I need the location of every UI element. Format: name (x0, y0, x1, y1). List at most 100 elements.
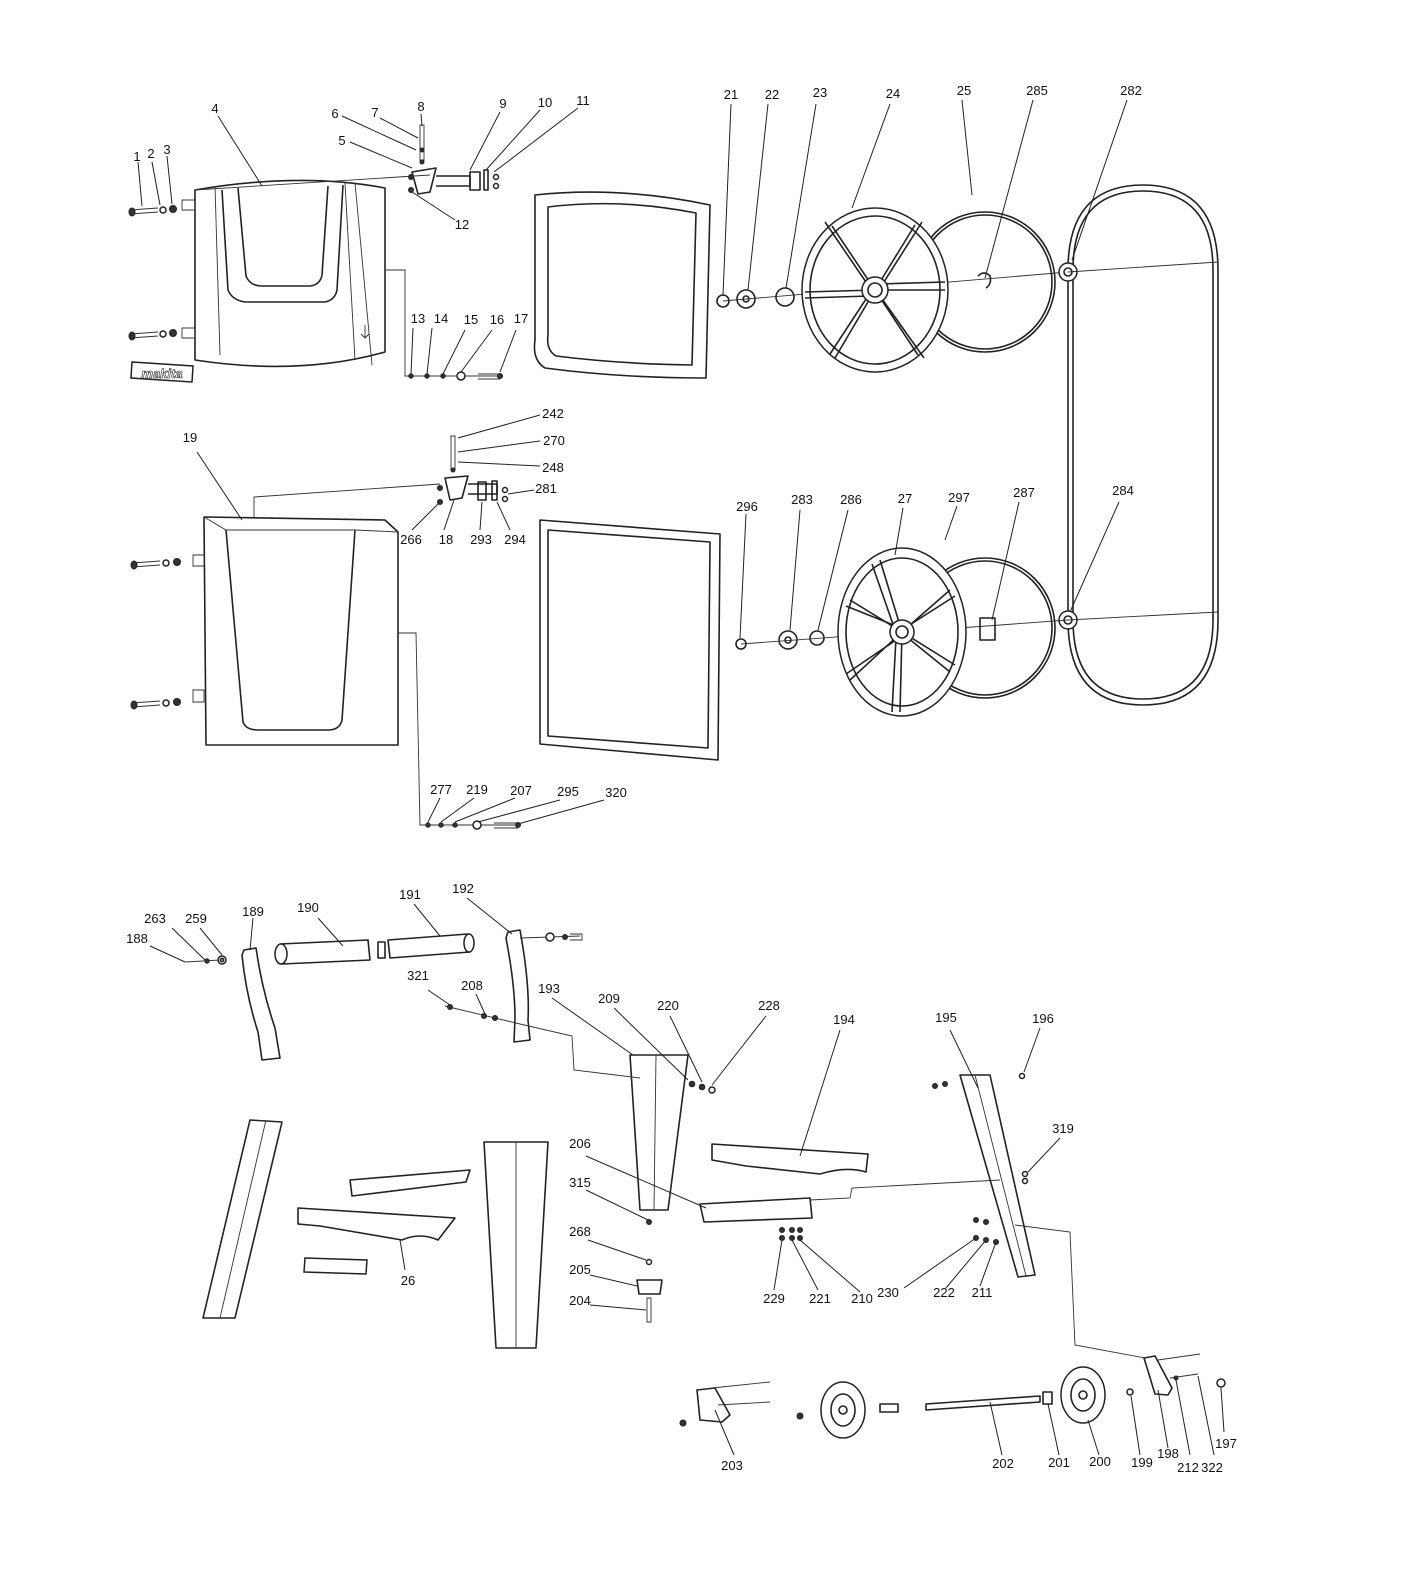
callout-319: 319 (1052, 1121, 1074, 1136)
callout-1: 1 (133, 149, 140, 164)
stand-assembly (184, 929, 1226, 1439)
callout-7: 7 (371, 105, 378, 120)
callout-229: 229 (763, 1291, 785, 1306)
callout-268: 268 (569, 1224, 591, 1239)
callout-221: 221 (809, 1291, 831, 1306)
callout-22: 22 (765, 87, 779, 102)
leader-lines (137, 99, 1225, 1456)
wheel-kit (679, 1353, 1226, 1439)
callout-2: 2 (147, 146, 154, 161)
callout-204: 204 (569, 1293, 591, 1308)
caster-wheel-right (1060, 1366, 1106, 1424)
callout-208: 208 (461, 978, 483, 993)
callout-6: 6 (331, 106, 338, 121)
callout-192: 192 (452, 881, 474, 896)
callout-263: 263 (144, 911, 166, 926)
callout-13: 13 (411, 311, 425, 326)
callout-24: 24 (886, 86, 900, 101)
lower-window-frame (539, 519, 721, 761)
callout-201: 201 (1048, 1455, 1070, 1470)
callout-207: 207 (510, 783, 532, 798)
handle-tube (279, 939, 371, 965)
callout-199: 199 (1131, 1455, 1153, 1470)
stretcher-front (699, 1197, 813, 1223)
leg-right (959, 1074, 1036, 1278)
callout-23: 23 (813, 85, 827, 100)
callout-286: 286 (840, 492, 862, 507)
leg-left (202, 1119, 283, 1319)
callout-189: 189 (242, 904, 264, 919)
callout-15: 15 (464, 312, 478, 327)
callout-198: 198 (1157, 1446, 1179, 1461)
callout-206: 206 (569, 1136, 591, 1151)
callout-211: 211 (972, 1285, 993, 1300)
lower-door-hinge-screws (130, 558, 181, 710)
callout-259: 259 (185, 911, 207, 926)
callout-19: 19 (183, 430, 197, 445)
callout-12: 12 (455, 217, 469, 232)
lower-knob-hardware (398, 632, 521, 830)
callout-281: 281 (535, 481, 557, 496)
callout-296: 296 (736, 499, 758, 514)
callout-3: 3 (163, 142, 170, 157)
callout-188: 188 (126, 931, 148, 946)
callout-294: 294 (504, 532, 526, 547)
caster-wheel-left (820, 1381, 866, 1439)
callout-200: 200 (1089, 1454, 1111, 1469)
upper-door (194, 179, 386, 368)
lower-door-assembly (130, 435, 721, 830)
callout-21: 21 (724, 87, 738, 102)
makita-badge-stand (303, 1257, 368, 1275)
callout-203: 203 (721, 1458, 743, 1473)
callout-8: 8 (417, 99, 424, 114)
callout-190: 190 (297, 900, 319, 915)
callout-27: 27 (898, 491, 912, 506)
stretcher-lower-left (297, 1207, 456, 1241)
callout-25: 25 (957, 83, 971, 98)
makita-badge: makita (130, 361, 194, 383)
callout-212: 212 (1177, 1460, 1199, 1475)
callout-228: 228 (758, 998, 780, 1013)
upper-latch-bracket (408, 124, 500, 195)
callout-219: 219 (466, 782, 488, 797)
callout-18: 18 (439, 532, 453, 547)
leg-rear-center (629, 1054, 689, 1211)
callout-242: 242 (542, 406, 564, 421)
upper-wheel-assembly (716, 184, 1219, 706)
upper-door-hinge-screws (128, 205, 177, 341)
callout-202: 202 (992, 1456, 1014, 1471)
callout-315: 315 (569, 1175, 591, 1190)
saw-blade (1058, 184, 1219, 706)
callout-266: 266 (400, 532, 422, 547)
callout-5: 5 (338, 133, 345, 148)
callout-283: 283 (791, 492, 813, 507)
makita-badge-text: makita (141, 366, 182, 381)
callout-209: 209 (598, 991, 620, 1006)
callout-230: 230 (877, 1285, 899, 1300)
callout-195: 195 (935, 1010, 957, 1025)
callout-270: 270 (543, 433, 565, 448)
callout-193: 193 (538, 981, 560, 996)
callout-labels: 1 2 3 4 5 6 7 8 9 10 11 12 13 14 15 16 1… (126, 83, 1237, 1475)
callout-4: 4 (211, 101, 218, 116)
callout-11: 11 (576, 93, 590, 108)
callout-284: 284 (1112, 483, 1134, 498)
callout-322: 322 (1201, 1460, 1223, 1475)
callout-282: 282 (1120, 83, 1142, 98)
lower-latch-bracket (437, 435, 509, 505)
callout-16: 16 (490, 312, 504, 327)
callout-248: 248 (542, 460, 564, 475)
stand-bolts (447, 1004, 1029, 1323)
stretcher-upper-left (349, 1169, 471, 1197)
callout-222: 222 (933, 1285, 955, 1300)
callout-287: 287 (1013, 485, 1035, 500)
lower-door (203, 516, 399, 746)
callout-10: 10 (538, 95, 552, 110)
callout-196: 196 (1032, 1011, 1054, 1026)
callout-321: 321 (407, 968, 429, 983)
lower-wheel-assembly (735, 547, 1069, 717)
callout-191: 191 (399, 887, 421, 902)
callout-285: 285 (1026, 83, 1048, 98)
upper-door-assembly: makita (128, 124, 711, 383)
